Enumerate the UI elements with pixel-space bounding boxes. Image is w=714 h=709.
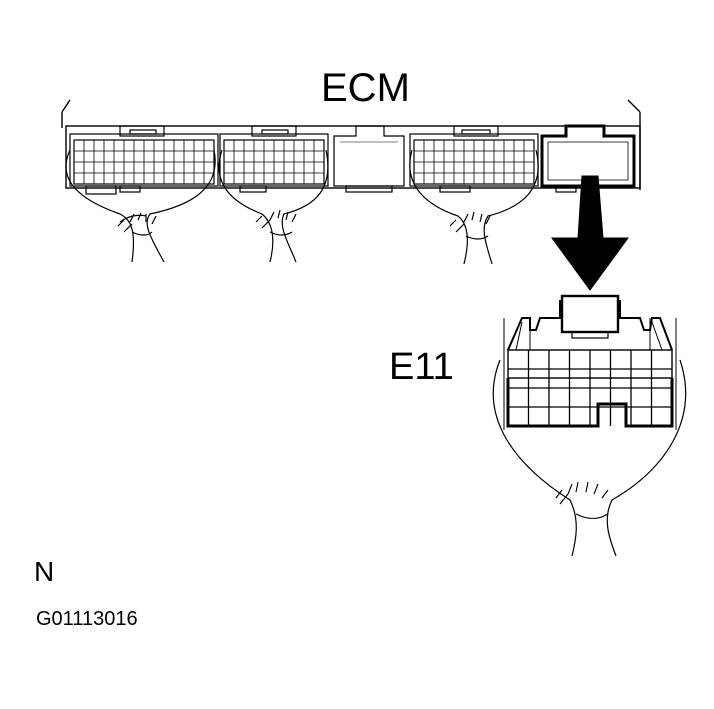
figure-id: G01113016 xyxy=(36,608,138,630)
diagram-title: ECM xyxy=(321,66,410,110)
ecm-socket-e11 xyxy=(540,124,636,193)
ecm-housing xyxy=(61,99,641,190)
connector-label: E11 xyxy=(389,346,454,388)
ecm-connector-c xyxy=(333,125,405,193)
harness-d xyxy=(409,149,539,265)
arrow-down-icon xyxy=(551,175,629,291)
orientation-mark: N xyxy=(34,556,55,587)
ecm-connector-d xyxy=(409,125,539,193)
connector-e11-plug xyxy=(492,294,687,557)
harness-b xyxy=(218,149,329,263)
harness-a xyxy=(65,149,216,263)
ecm-connector-a xyxy=(69,125,219,195)
ecm-connector-b xyxy=(219,125,329,193)
